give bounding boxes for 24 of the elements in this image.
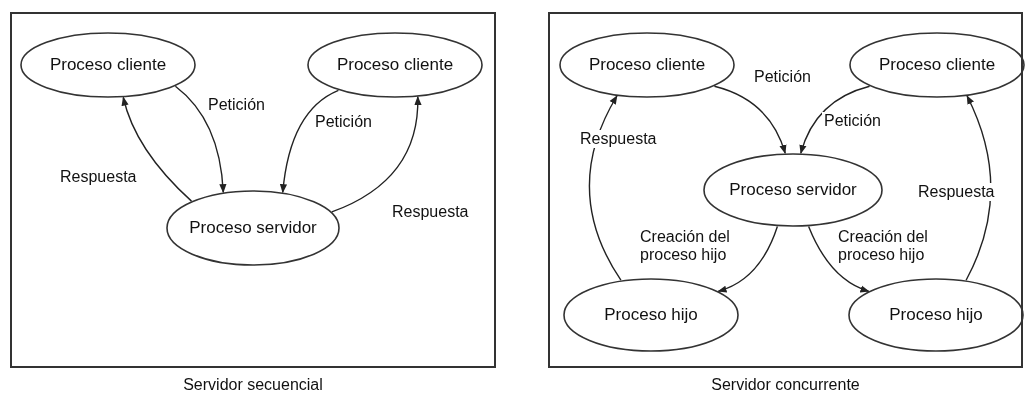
process-label: Proceso cliente bbox=[587, 55, 707, 75]
arrow bbox=[807, 225, 870, 292]
process-label: Proceso cliente bbox=[877, 55, 997, 75]
edge-label: Respuesta bbox=[916, 183, 997, 202]
panel-caption: Servidor concurrente bbox=[711, 376, 860, 394]
process-label: Proceso hijo bbox=[603, 305, 699, 325]
edge-label: Respuesta bbox=[58, 168, 139, 187]
arrow bbox=[174, 85, 227, 194]
panel-caption: Servidor secuencial bbox=[183, 376, 323, 394]
arrow bbox=[588, 95, 622, 281]
arrow bbox=[331, 96, 422, 213]
edge-label: Respuesta bbox=[390, 203, 471, 222]
arrow bbox=[713, 85, 787, 154]
arrow bbox=[280, 89, 340, 194]
edge-label: Respuesta bbox=[578, 130, 659, 149]
arrow bbox=[965, 95, 992, 281]
process-label: Proceso cliente bbox=[48, 55, 168, 75]
process-label: Proceso hijo bbox=[888, 305, 984, 325]
process-label: Proceso servidor bbox=[188, 218, 318, 238]
arrow bbox=[717, 225, 779, 293]
arrow bbox=[121, 96, 193, 202]
arrow bbox=[799, 85, 871, 154]
process-label: Proceso servidor bbox=[728, 180, 858, 200]
process-label: Proceso cliente bbox=[335, 55, 455, 75]
